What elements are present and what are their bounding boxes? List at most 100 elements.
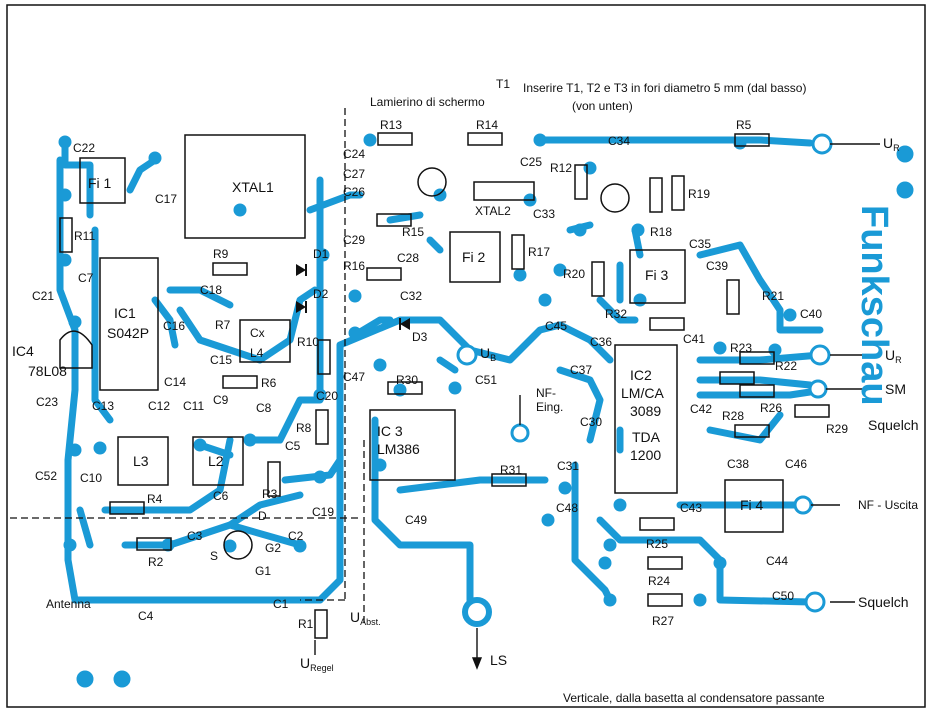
fi1-body [79, 157, 126, 204]
c32-label: C32 [400, 289, 422, 303]
c47-label: C47 [343, 370, 365, 384]
fi2-body [449, 231, 501, 283]
c12-label: C12 [148, 399, 170, 413]
ic4-label: IC4 [12, 343, 34, 359]
top-instruction: Inserire T1, T2 e T3 in fori diametro 5 … [523, 81, 806, 95]
ic4-body [59, 330, 93, 369]
r23-label: R23 [730, 341, 752, 355]
c14-label: C14 [164, 375, 186, 389]
c27-label: C27 [343, 167, 365, 181]
nf-in-label-2: Eing. [536, 400, 563, 414]
t1-pin-s: S [210, 549, 218, 563]
ur-top-label: UR [883, 135, 900, 153]
c48-label: C48 [556, 501, 578, 515]
fi1-label: Fi 1 [88, 175, 112, 191]
component-outlines [59, 132, 830, 639]
l3-label: L3 [133, 453, 149, 469]
l2-body [192, 436, 244, 486]
t1-body [223, 530, 253, 560]
c19-label: C19 [312, 505, 334, 519]
ic2-tda: TDA [632, 429, 661, 445]
brand-logo: Funkschau [853, 205, 895, 406]
c1-label: C1 [273, 597, 289, 611]
r11-label: R11 [74, 229, 95, 243]
c26-label: C26 [343, 185, 365, 199]
c43-label: C43 [680, 501, 702, 515]
d2-label: D2 [313, 287, 329, 301]
ic1-part: S042P [107, 325, 149, 341]
c11-label: C11 [183, 399, 204, 413]
l3-body [117, 436, 169, 486]
fi4-body [724, 479, 784, 533]
t1-pin-g1: G1 [255, 564, 271, 578]
capacitor-labels: C1 C2 C3 C4 C5 C6 C7 C8 C9 C10 C11 C12 C… [32, 134, 822, 623]
c22-label: C22 [73, 141, 95, 155]
r13-label: R13 [380, 118, 402, 132]
fi2-label: Fi 2 [462, 249, 486, 265]
ic2-part: LM/CA [621, 385, 664, 401]
r30-label: R30 [396, 373, 418, 387]
xtal1-label: XTAL1 [232, 179, 274, 195]
uabst-label: UAbst. [350, 609, 381, 627]
ic2-label: IC2 [630, 367, 652, 383]
l2-label: L2 [208, 453, 224, 469]
r26-label: R26 [760, 401, 782, 415]
diagram-frame [6, 4, 926, 708]
fi3-body [629, 249, 686, 304]
top-instruction-de: (von unten) [572, 99, 633, 113]
r18-label: R18 [650, 225, 672, 239]
uregel-label: URegel [300, 655, 334, 673]
r10-label: R10 [297, 335, 319, 349]
antenna-label: Antenna [46, 597, 91, 611]
c9-label: C9 [213, 393, 229, 407]
l4-label: L4 [250, 346, 264, 360]
c35-label: C35 [689, 237, 711, 251]
c20-label: C20 [316, 389, 338, 403]
t1-note: T1 [496, 77, 510, 91]
r15-label: R15 [402, 225, 424, 239]
c21-label: C21 [32, 289, 54, 303]
r3-label: R3 [262, 487, 278, 501]
r22-label: R22 [775, 359, 797, 373]
ic3-part: LM386 [377, 441, 420, 457]
r2-label: R2 [148, 555, 164, 569]
ic2-part-2: 3089 [630, 403, 661, 419]
c36-label: C36 [590, 335, 612, 349]
r16-label: R16 [343, 259, 365, 273]
c31-label: C31 [557, 459, 579, 473]
r6-label: R6 [261, 376, 277, 390]
c34-label: C34 [608, 134, 630, 148]
cx-label: Cx [250, 326, 265, 340]
c33-label: C33 [533, 207, 555, 221]
ic1-label: IC1 [114, 305, 136, 321]
ur-mid-label: UR [885, 347, 902, 365]
r9-label: R9 [213, 247, 229, 261]
c5-label: C5 [285, 439, 301, 453]
t3-body [600, 183, 630, 213]
d3-label: D3 [412, 330, 428, 344]
c2-label: C2 [288, 529, 304, 543]
c41-label: C41 [683, 332, 705, 346]
r8-label: R8 [296, 421, 312, 435]
ic3-body [369, 409, 456, 481]
fi4-label: Fi 4 [740, 497, 764, 513]
c30-label: C30 [580, 415, 602, 429]
c23-label: C23 [36, 395, 58, 409]
c15-label: C15 [210, 353, 232, 367]
r32-label: R32 [605, 307, 627, 321]
r21-label: R21 [762, 289, 784, 303]
c37-label: C37 [570, 363, 592, 377]
l4-body [239, 319, 291, 363]
resistor-labels: R1 R2 R3 R4 R5 R6 R7 R8 R9 R10 R11 R12 R… [74, 118, 848, 631]
ls-label: LS [490, 652, 507, 668]
ic2-body [614, 344, 678, 494]
copper-traces [56, 136, 824, 614]
r5-label: R5 [736, 118, 752, 132]
c17-label: C17 [155, 192, 177, 206]
c10-label: C10 [80, 471, 102, 485]
c28-label: C28 [397, 251, 419, 265]
c4-label: C4 [138, 609, 154, 623]
c49-label: C49 [405, 513, 427, 527]
r28-label: R28 [722, 409, 744, 423]
